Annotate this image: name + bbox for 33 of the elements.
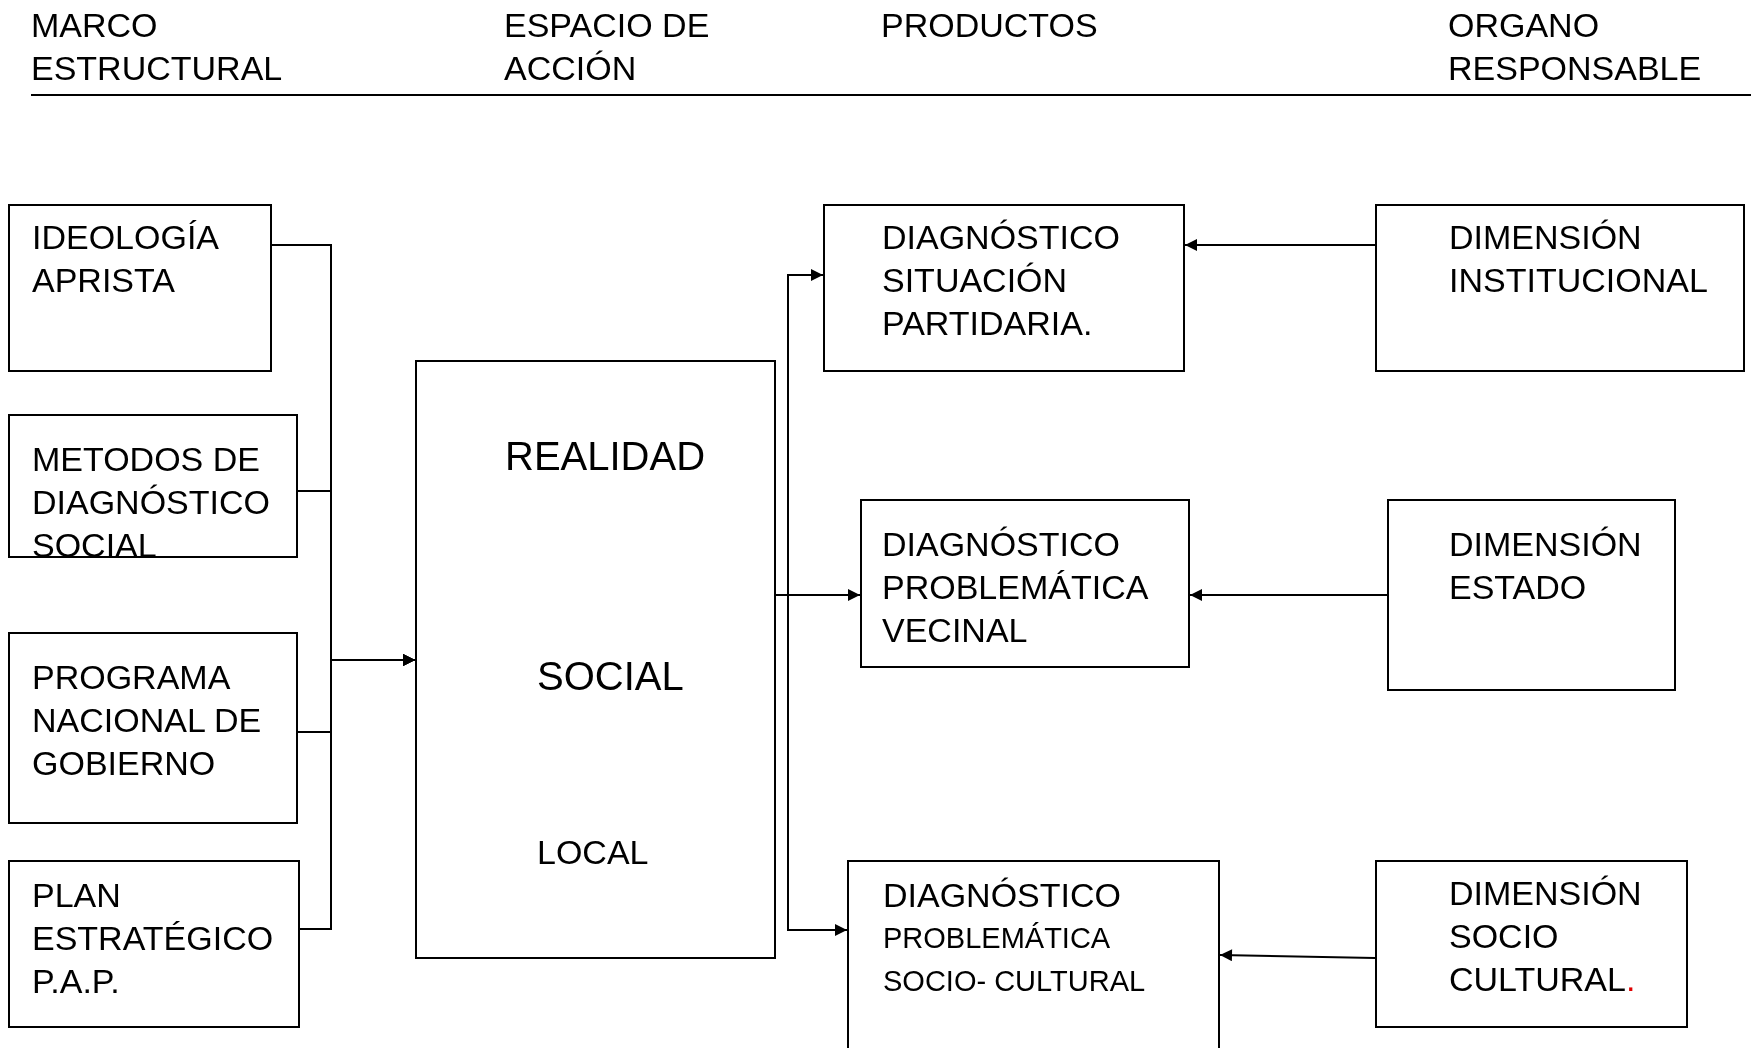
column-heading: ORGANO RESPONSABLE [1448, 5, 1703, 89]
node-label: DIMENSIÓN SOCIO CULTURAL. [1449, 873, 1643, 1000]
text-box [847, 860, 1220, 1048]
node-label: DIAGNÓSTICO [883, 875, 1122, 916]
column-heading: PRODUCTOS [881, 5, 1099, 46]
node-label: DIAGNÓSTICO PROBLEMÁTICA VECINAL [882, 524, 1149, 651]
node-label: PROBLEMÁTICA SOCIO- CULTURAL [883, 921, 1147, 999]
node-label: PLAN ESTRATÉGICO P.A.P. [32, 875, 275, 1002]
node-label: DIAGNÓSTICO SITUACIÓN PARTIDARIA. [882, 217, 1122, 344]
arrow [1184, 239, 1376, 251]
node-label: REALIDAD [505, 433, 706, 480]
arrow [299, 654, 416, 930]
column-heading: ESPACIO DE ACCIÓN [504, 5, 711, 89]
text-box [8, 204, 272, 372]
node-label: PROGRAMA NACIONAL DE GOBIERNO [32, 657, 263, 784]
node-label: SOCIAL [537, 653, 684, 700]
column-heading: MARCO ESTRUCTURAL [31, 5, 284, 89]
text-box [8, 632, 298, 824]
text-box [8, 860, 300, 1028]
text-box [1387, 499, 1676, 691]
arrow [1189, 589, 1388, 601]
node-label: LOCAL [537, 832, 649, 873]
arrow [1219, 949, 1376, 962]
node-label: DIMENSIÓN ESTADO [1449, 524, 1643, 608]
text-box [1375, 204, 1745, 372]
text-box [8, 414, 298, 558]
node-label: DIMENSIÓN INSTITUCIONAL [1449, 217, 1709, 301]
text-box [1375, 860, 1688, 1028]
node-label: IDEOLOGÍA APRISTA [32, 217, 219, 301]
arrow [775, 594, 848, 936]
text-box [823, 204, 1185, 372]
text-box [860, 499, 1190, 668]
text-box [415, 360, 776, 959]
